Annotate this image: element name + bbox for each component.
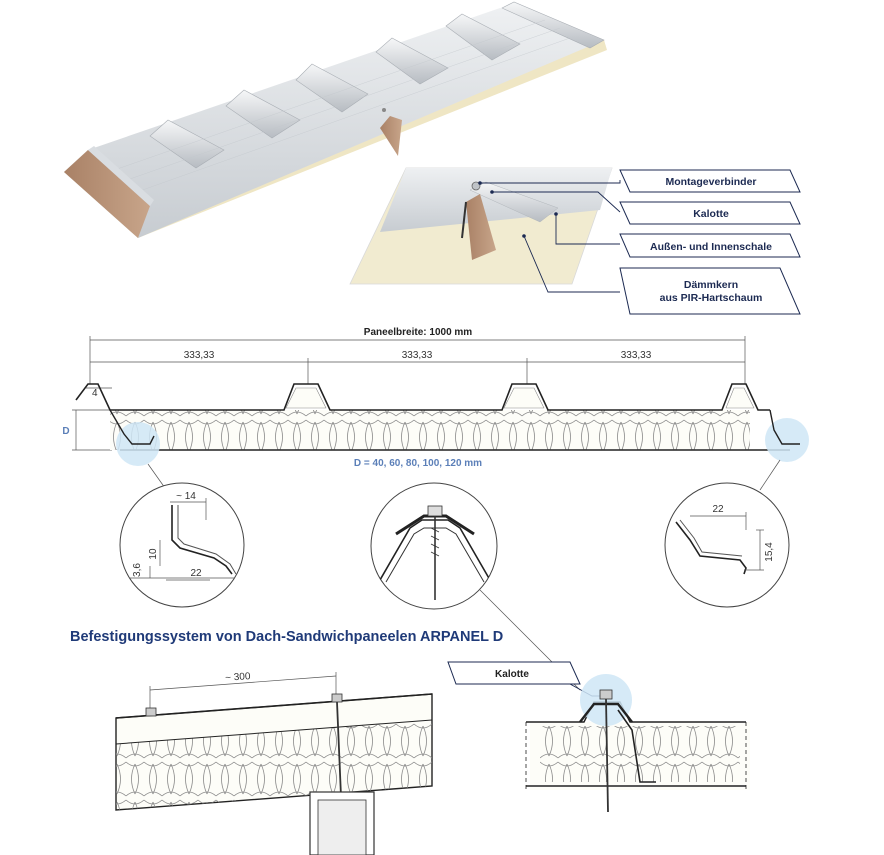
- callout-daemmkern-text-2: aus PIR-Hartschaum: [660, 292, 763, 304]
- pitch-label-2: 333,33: [402, 350, 433, 361]
- fastening-transverse: Kalotte: [447, 661, 750, 813]
- left-detail-bottom-dim: 22: [190, 568, 202, 579]
- panel-cut-core: [380, 116, 402, 156]
- callout-daemmkern-text-1: Dämmkern: [684, 279, 738, 291]
- callout-schale: Außen- und Innenschale: [619, 233, 801, 258]
- fastening-title: Befestigungssystem von Dach-Sandwichpane…: [70, 629, 503, 645]
- fastening-kalotte-label: Kalotte: [495, 669, 529, 680]
- left-detail-h1-dim: 10: [148, 548, 159, 560]
- highlight-right: [765, 418, 809, 462]
- callout-montageverbinder-text: Montageverbinder: [665, 176, 756, 188]
- inset-core: [466, 194, 496, 260]
- right-detail-h-dim: 15,4: [764, 542, 775, 562]
- cross-section: Paneelbreite: 1000 mm 333,33 333,33 333,…: [62, 327, 809, 491]
- callout-kalotte: Kalotte: [619, 201, 801, 225]
- fastening-spacing-dim: ~ 300: [225, 671, 251, 684]
- left-detail-h2-dim: 3,6: [132, 563, 143, 577]
- panel-ribs: [149, 1, 605, 169]
- top-sheet-profile: [75, 383, 770, 411]
- panel-end-core-left: [64, 150, 150, 238]
- panel-3d-illustration: [64, 1, 607, 238]
- callout-montageverbinder: Montageverbinder: [619, 169, 801, 193]
- detail-middle: [370, 482, 581, 691]
- callout-kalotte-text: Kalotte: [693, 208, 729, 220]
- pitch-label-3: 333,33: [621, 350, 652, 361]
- left-detail-top-dim: ~ 14: [176, 491, 196, 502]
- callout-daemmkern: Dämmkern aus PIR-Hartschaum: [619, 267, 801, 315]
- rib-height-label: 4: [92, 388, 98, 399]
- inset-screw-icon: [471, 181, 481, 191]
- panel-detail-inset: [349, 167, 613, 285]
- callout-schale-text: Außen- und Innenschale: [650, 241, 772, 253]
- panel-top-surface: [64, 8, 604, 238]
- detail-right: 22 15,4: [664, 482, 790, 608]
- pitch-label-1: 333,33: [184, 350, 215, 361]
- thickness-symbol: D: [62, 426, 69, 437]
- detail-left: ~ 14 10 3,6 22: [119, 482, 245, 608]
- screw-icon: [382, 108, 386, 112]
- panel-width-label: Paneelbreite: 1000 mm: [364, 327, 472, 338]
- fastening-longitudinal: ~ 300: [115, 671, 433, 855]
- thickness-values-label: D = 40, 60, 80, 100, 120 mm: [354, 458, 482, 469]
- callout-leaders: [480, 180, 621, 293]
- right-detail-top-dim: 22: [712, 504, 724, 515]
